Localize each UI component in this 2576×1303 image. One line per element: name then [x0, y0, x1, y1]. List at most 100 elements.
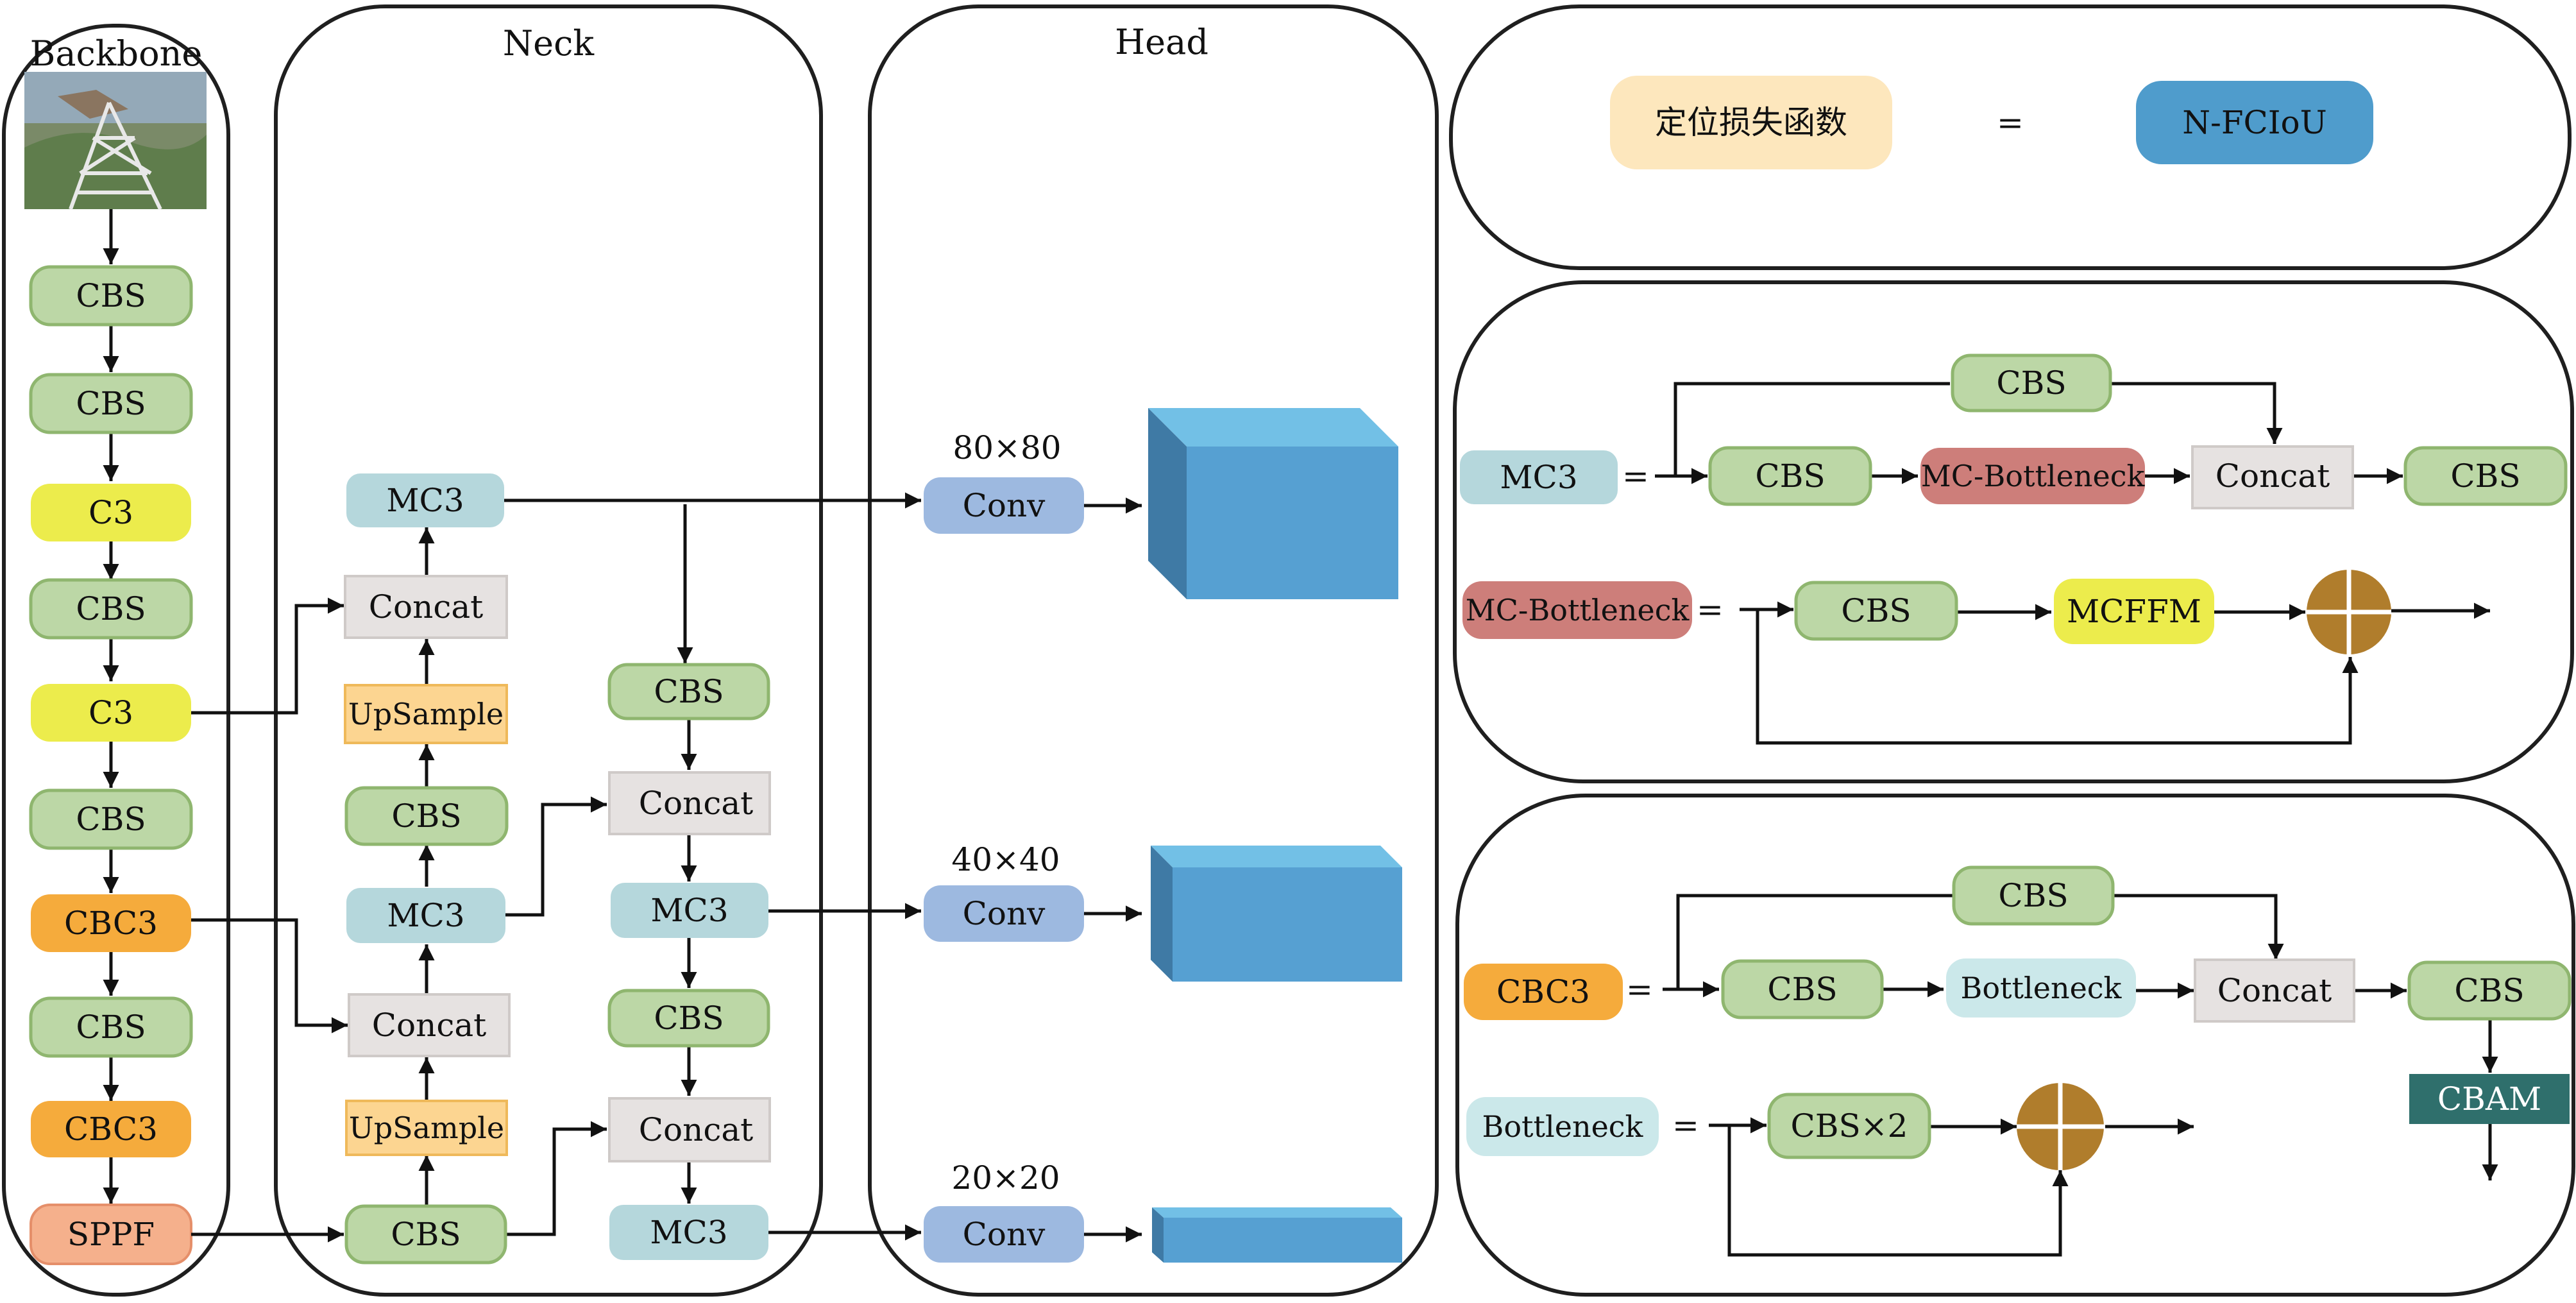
svg-text:Concat: Concat [2216, 457, 2330, 495]
backbone-cbs-5: CBS [29, 996, 193, 1058]
bn-def-cbs-x2: CBS×2 [1767, 1093, 1931, 1159]
svg-text:SPPF: SPPF [67, 1216, 155, 1253]
head-title: Head [1115, 22, 1208, 62]
neck-to-head-edges [504, 492, 1142, 1243]
svg-text:CBS: CBS [1998, 877, 2068, 914]
head-panel [868, 4, 1439, 1297]
neck-panel [274, 4, 823, 1297]
loss-equals: = [1997, 104, 2024, 141]
head-scale-3: 20×20 [951, 1159, 1060, 1197]
mcb-def-add-icon [2307, 570, 2391, 654]
backbone-c3-1: C3 [31, 484, 191, 541]
backbone-title: Backbone [30, 33, 203, 74]
svg-text:Conv: Conv [963, 487, 1046, 524]
neck-concat-right-2: Concat [608, 1097, 771, 1162]
svg-text:定位损失函数: 定位损失函数 [1655, 104, 1847, 141]
svg-text:CBS: CBS [76, 385, 146, 422]
svg-text:UpSample: UpSample [349, 1111, 504, 1145]
svg-text:Concat: Concat [639, 785, 753, 822]
svg-text:CBS: CBS [1841, 592, 1911, 629]
mc3-def-concat: Concat [2191, 445, 2354, 509]
svg-text:CBS×2: CBS×2 [1791, 1107, 1908, 1145]
neck-edges [418, 504, 697, 1236]
svg-text:MCFFM: MCFFM [2067, 593, 2201, 630]
mc3-def-edges [1655, 382, 2403, 484]
cbc3-def-top-cbs: CBS [1952, 865, 2115, 926]
output-cube-small [1152, 1207, 1402, 1263]
cbc3-def-name: CBC3 [1464, 964, 1623, 1020]
mcb-def-edges [1740, 601, 2490, 745]
neck-cbs-right-2: CBS [607, 989, 770, 1048]
backbone-cbs-2: CBS [29, 373, 193, 434]
skip-connections [191, 597, 348, 1243]
loss-panel [1449, 4, 2572, 270]
output-cube-medium [1151, 846, 1402, 982]
loss-function-label: 定位损失函数 [1610, 76, 1892, 169]
svg-text:MC3: MC3 [386, 482, 464, 519]
svg-text:Bottleneck: Bottleneck [1482, 1109, 1644, 1144]
mc3-def-cbs-2: CBS [2403, 446, 2568, 506]
bn-def-add-icon [2017, 1083, 2104, 1170]
n-fciou-badge: N-FCIoU [2136, 81, 2373, 164]
mcb-def-mcffm: MCFFM [2054, 579, 2214, 644]
svg-text:Concat: Concat [639, 1111, 753, 1148]
cbc3-definition-panel [1455, 794, 2575, 1297]
svg-text:CBS: CBS [76, 1009, 146, 1046]
mc3-def-top-cbs: CBS [1951, 353, 2112, 413]
cbc3-def-cbam: CBAM [2409, 1074, 2570, 1124]
head-conv-2: Conv [924, 885, 1084, 942]
svg-text:C3: C3 [89, 694, 133, 731]
svg-text:CBS: CBS [391, 797, 461, 835]
svg-text:CBS: CBS [2454, 972, 2524, 1009]
svg-text:CBS: CBS [654, 673, 724, 710]
neck-mc3-top: MC3 [346, 473, 504, 527]
svg-text:Conv: Conv [963, 895, 1046, 932]
svg-text:MC3: MC3 [650, 1214, 727, 1251]
mcb-def-name: MC-Bottleneck [1462, 581, 1692, 639]
backbone-cbc3-2: CBC3 [31, 1101, 191, 1157]
neck-concat-right-1: Concat [608, 771, 771, 835]
cbc3-def-equals: = [1626, 971, 1653, 1008]
svg-text:CBS: CBS [654, 1000, 724, 1037]
backbone-panel [2, 24, 230, 1297]
neck-concat-top: Concat [344, 575, 508, 639]
head-conv-1: Conv [924, 477, 1084, 534]
backbone-cbs-1: CBS [29, 265, 193, 327]
backbone-cbs-3: CBS [29, 578, 193, 640]
svg-text:MC3: MC3 [650, 892, 728, 929]
svg-text:Concat: Concat [2217, 972, 2332, 1009]
svg-text:N-FCIoU: N-FCIoU [2182, 104, 2327, 141]
input-image [24, 72, 207, 210]
mc3-def-equals: = [1622, 457, 1649, 495]
neck-upsample-bottom: UpSample [345, 1100, 508, 1156]
neck-mc3-right-2: MC3 [609, 1205, 768, 1260]
backbone-c3-2: C3 [31, 684, 191, 742]
neck-upsample-top: UpSample [344, 684, 508, 744]
svg-text:CBS: CBS [76, 590, 146, 627]
svg-text:CBS: CBS [76, 277, 146, 314]
svg-text:CBC3: CBC3 [64, 905, 158, 942]
svg-text:MC-Bottleneck: MC-Bottleneck [1466, 593, 1690, 627]
svg-text:CBS: CBS [2450, 457, 2520, 495]
cbc3-def-edges [1663, 894, 2498, 1180]
backbone-cbc3-1: CBC3 [31, 894, 191, 952]
head-conv-3: Conv [924, 1206, 1084, 1263]
bn-def-equals: = [1672, 1107, 1699, 1144]
svg-text:CBS: CBS [76, 801, 146, 838]
neck-cbs-right-1: CBS [607, 663, 770, 720]
neck-title: Neck [503, 23, 595, 64]
head-scale-1: 80×80 [953, 429, 1061, 466]
svg-text:Concat: Concat [369, 588, 483, 626]
neck-cbs-bottom: CBS [344, 1204, 507, 1265]
mcb-def-equals: = [1697, 591, 1724, 628]
svg-text:CBS: CBS [391, 1216, 461, 1253]
cbc3-def-cbs-1: CBS [1721, 959, 1884, 1019]
neck-cbs-mid: CBS [344, 786, 509, 846]
head-scale-2: 40×40 [951, 841, 1060, 878]
mcb-def-cbs: CBS [1794, 581, 1958, 641]
cbc3-def-cbs-2: CBS [2407, 960, 2572, 1021]
cbc3-def-bottleneck: Bottleneck [1946, 958, 2136, 1018]
mc3-def-cbs-1: CBS [1708, 446, 1872, 506]
bn-def-edges [1709, 1117, 2194, 1257]
svg-text:Concat: Concat [372, 1007, 486, 1044]
